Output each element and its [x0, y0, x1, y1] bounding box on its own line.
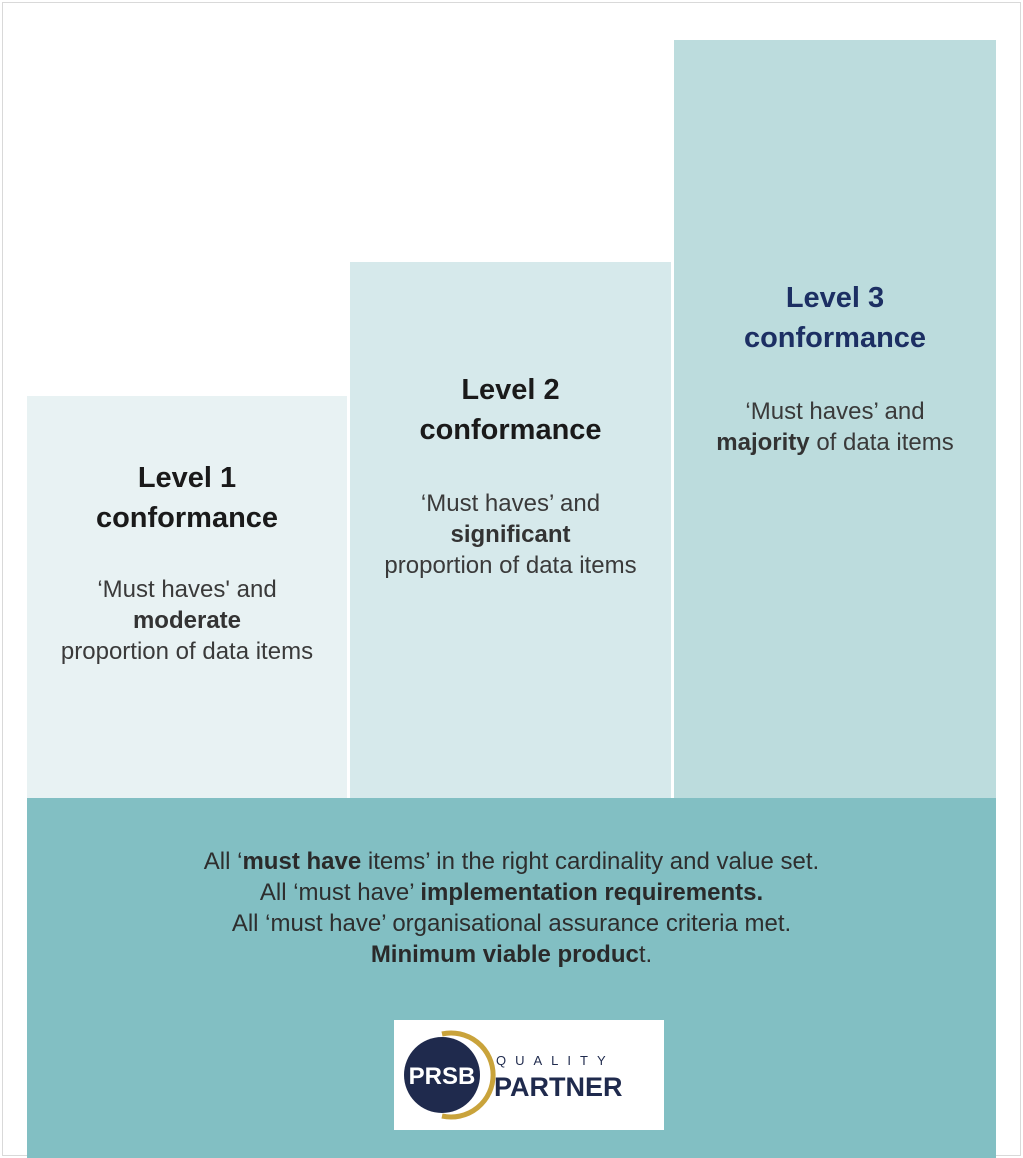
level-2-title-line2: conformance	[419, 414, 602, 446]
base-line-4-post: t.	[638, 941, 653, 968]
base-line-1-bold: must have	[242, 848, 362, 875]
prsb-quality-partner-logo: PRSB QUALITY PARTNER	[394, 1020, 664, 1130]
level-1-desc-post: proportion of data items	[60, 638, 314, 665]
level-3-title-line1: Level 3	[785, 282, 885, 314]
level-3-desc-bold: majority	[716, 429, 810, 456]
logo-quality-text: QUALITY	[496, 1053, 615, 1068]
level-2-desc-pre: ‘Must haves’ and	[420, 490, 601, 517]
level-1-block: Level 1 conformance ‘Must haves' and mod…	[27, 396, 347, 801]
level-2-description: ‘Must haves’ and significant proportion …	[381, 488, 641, 581]
level-1-desc-pre: ‘Must haves' and	[97, 576, 277, 603]
level-1-title-line1: Level 1	[137, 462, 237, 494]
logo-partner-text: PARTNER	[494, 1072, 623, 1102]
base-block: All ‘must have items’ in the right cardi…	[27, 798, 996, 1158]
logo-navy-circle	[404, 1037, 480, 1113]
level-1-title-line2: conformance	[95, 502, 279, 534]
logo-graphic: PRSB QUALITY PARTNER	[404, 1030, 623, 1120]
level-3-title-line2: conformance	[743, 322, 927, 354]
base-line-2-pre: All ‘must have’	[259, 879, 421, 906]
base-line-3: All ‘must have’ organisational assurance…	[231, 910, 792, 937]
level-2-block: Level 2 conformance ‘Must haves’ and sig…	[350, 262, 671, 801]
level-1-desc-bold: moderate	[132, 607, 242, 634]
level-1-description: ‘Must haves' and moderate proportion of …	[57, 574, 317, 667]
logo-prsb-text: PRSB	[409, 1063, 476, 1090]
logo-gold-arc	[441, 1030, 496, 1120]
level-2-title: Level 2 conformance	[350, 370, 671, 450]
base-line-4: Minimum viable product.	[27, 939, 996, 970]
level-3-desc-pre: ‘Must haves’ and	[745, 398, 925, 425]
base-line-4-bold: Minimum viable produc	[370, 941, 639, 968]
base-line-1: All ‘must have items’ in the right cardi…	[27, 846, 996, 877]
base-line-2: All ‘must have’ implementation requireme…	[27, 877, 996, 908]
level-2-title-line1: Level 2	[461, 374, 560, 406]
level-3-desc-post: of data items	[816, 429, 954, 456]
base-line-1-pre: All ‘	[203, 848, 243, 875]
level-3-description: ‘Must haves’ and majority of data items	[705, 396, 965, 458]
base-line-1-post: items’ in the right cardinality and valu…	[361, 848, 820, 875]
level-2-desc-post: proportion of data items	[384, 552, 637, 579]
base-line-2-bold: implementation requirements.	[420, 879, 764, 906]
base-text: All ‘must have items’ in the right cardi…	[27, 846, 996, 970]
level-3-title: Level 3 conformance	[674, 278, 996, 358]
level-3-block: Level 3 conformance ‘Must haves’ and maj…	[674, 40, 996, 801]
level-2-desc-bold: significant	[450, 521, 571, 548]
level-1-title: Level 1 conformance	[27, 458, 347, 538]
